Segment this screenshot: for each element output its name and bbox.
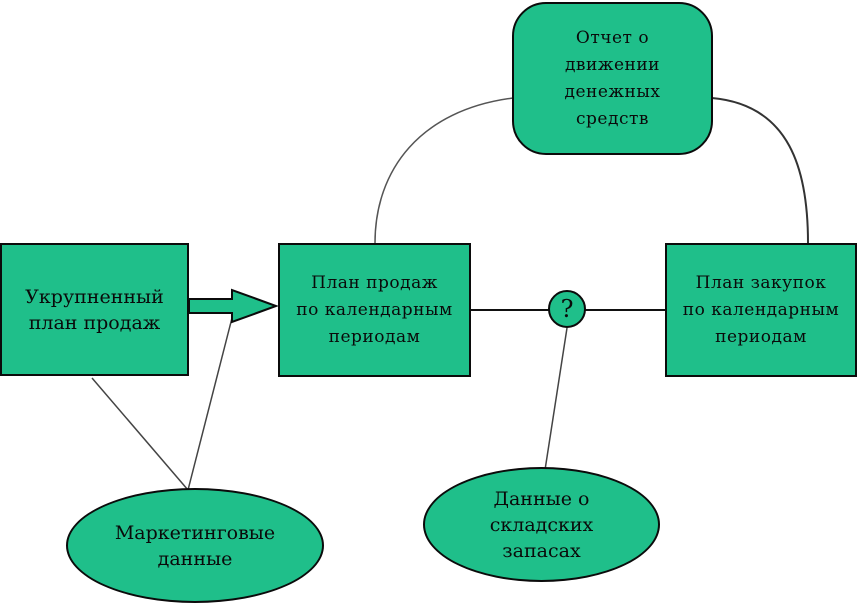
connector-question-to-stock [544, 327, 568, 471]
enlarged-sales-plan-box: Укрупненный план продаж [0, 243, 189, 376]
cash-flow-report-label: Отчет о движении денежных средств [564, 27, 661, 129]
marketing-data-label: Маркетинговые данные [114, 521, 276, 570]
stock-data-ellipse: Данные о складских запасах [423, 467, 660, 582]
question-mark-label: ? [560, 295, 574, 323]
question-mark-circle: ? [548, 290, 586, 328]
enlarged-sales-plan-label: Укрупненный план продаж [25, 285, 164, 334]
marketing-data-ellipse: Маркетинговые данные [66, 488, 324, 603]
connector-report-to-purchase [711, 97, 809, 244]
stock-data-label: Данные о складских запасах [489, 487, 594, 562]
cash-flow-report-box: Отчет о движении денежных средств [512, 2, 713, 155]
arrow-enlarged-to-sales [188, 288, 279, 324]
sales-plan-box: План продаж по календарным периодам [278, 243, 471, 377]
sales-plan-label: План продаж по календарным периодам [296, 272, 453, 347]
connector-marketing-to-arrow [187, 317, 233, 491]
connector-sales-to-report [374, 97, 514, 244]
purchase-plan-box: План закупок по календарным периодам [665, 243, 857, 377]
purchase-plan-label: План закупок по календарным периодам [682, 272, 840, 347]
connector-marketing-to-enlarged [91, 377, 189, 491]
